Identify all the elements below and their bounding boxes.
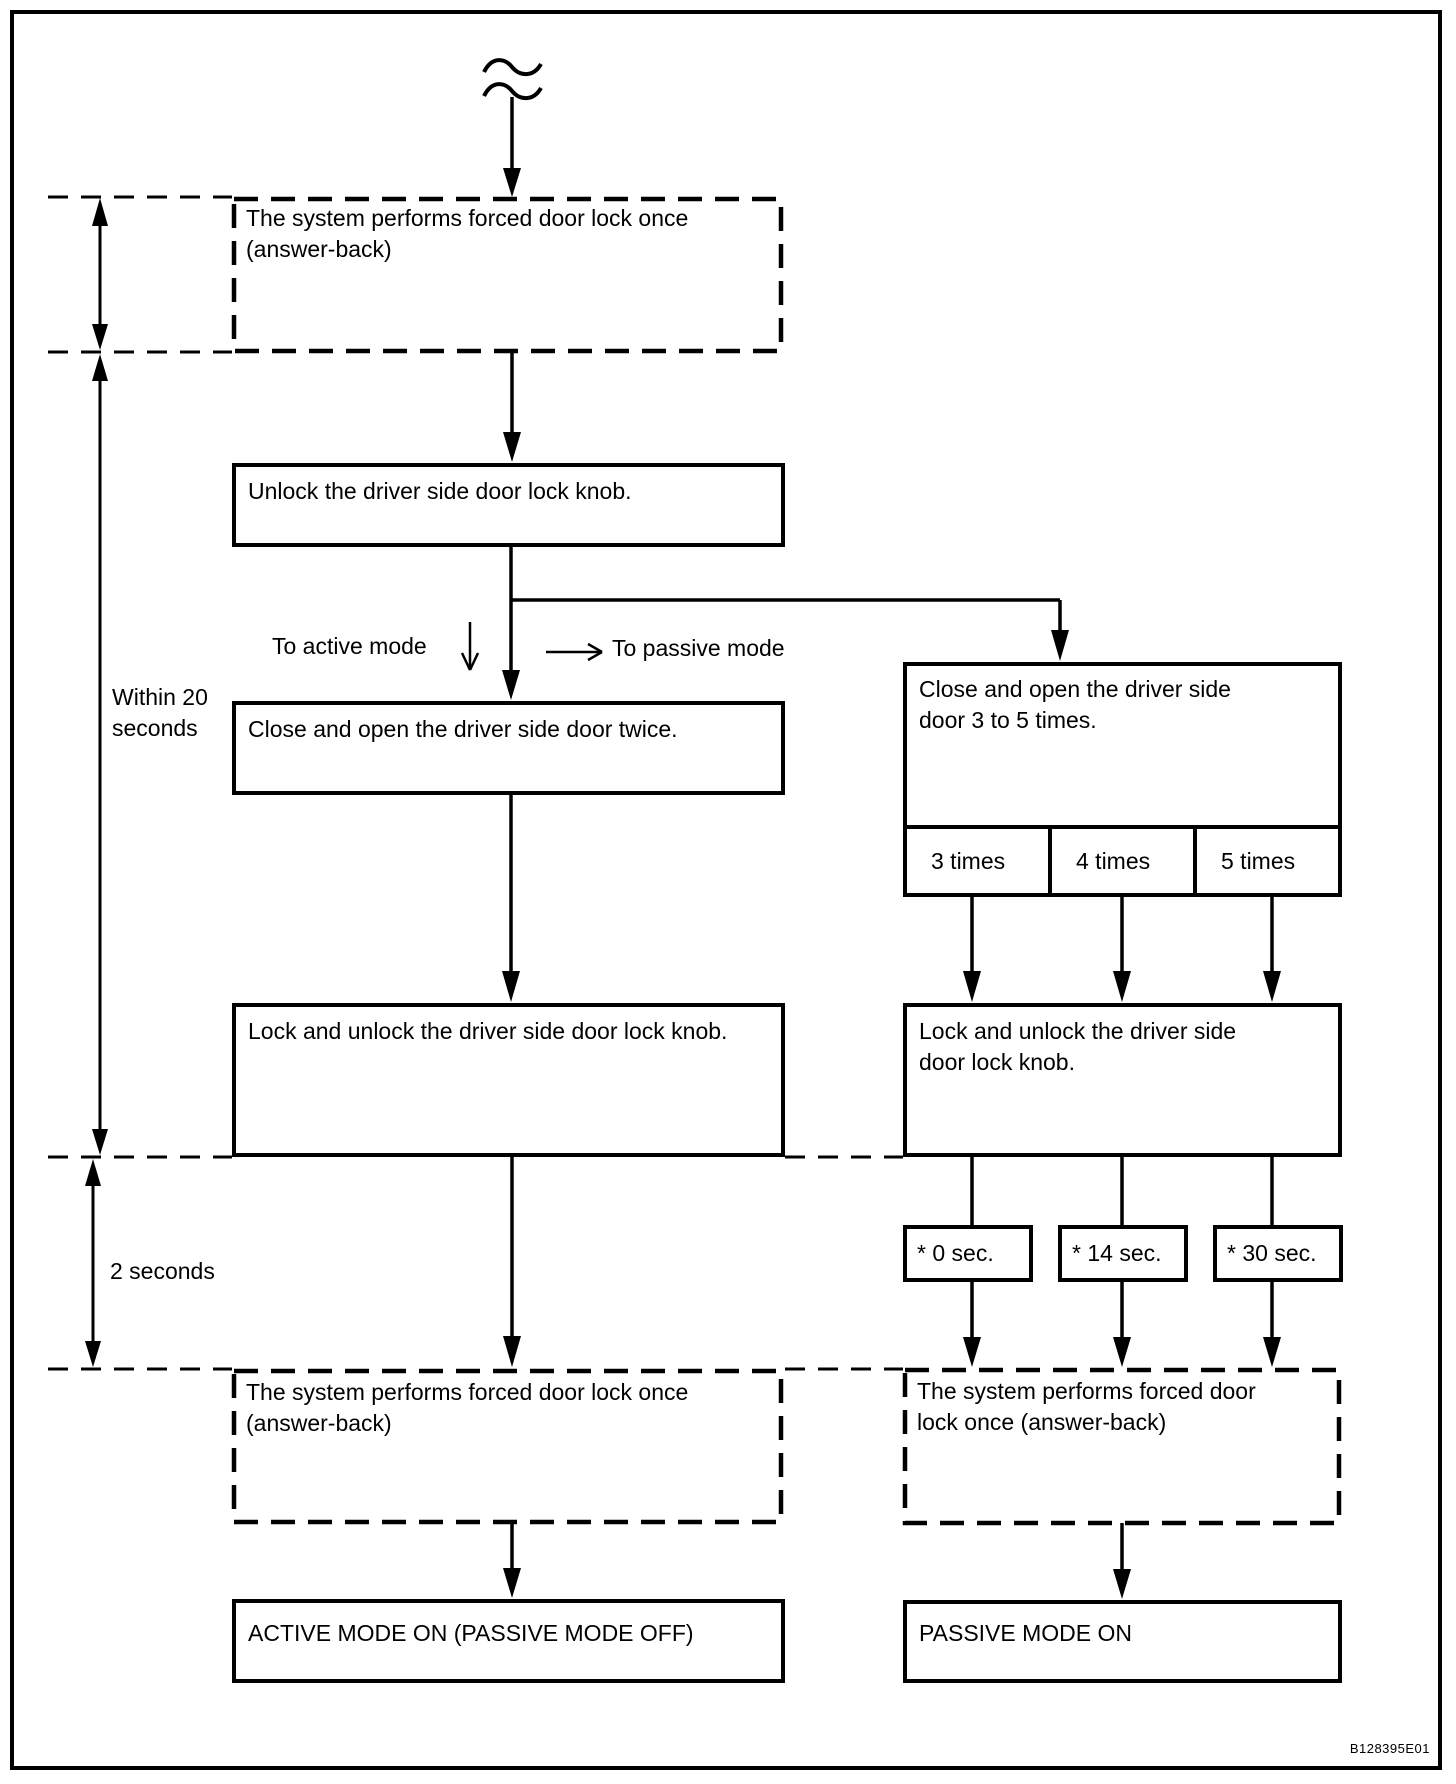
times-option-3: 3 times [931, 847, 1006, 874]
result-passive-mode-label: PASSIVE MODE ON [919, 1620, 1133, 1646]
result-passive-mode: PASSIVE MODE ON [903, 1600, 1342, 1683]
answer-back-left-text: The system performs forced door lock onc… [246, 1379, 689, 1436]
step-unlock-knob-label: Unlock the driver side door lock knob. [248, 478, 632, 504]
active-mode-down-arrow-icon [460, 622, 480, 671]
flow-connectors [502, 97, 1281, 1599]
step-unlock-knob: Unlock the driver side door lock knob. [232, 463, 785, 547]
delay-0-sec: * 0 sec. [903, 1225, 1033, 1282]
result-active-mode: ACTIVE MODE ON (PASSIVE MODE OFF) [232, 1599, 785, 1683]
times-option-5: 5 times [1193, 829, 1338, 893]
step-close-open-twice-label: Close and open the driver side door twic… [248, 716, 678, 742]
step-lock-unlock-right: Lock and unlock the driver side door loc… [903, 1003, 1342, 1157]
step-close-open-3to5-label: Close and open the driver side door 3 to… [919, 676, 1231, 733]
step-close-open-twice: Close and open the driver side door twic… [232, 701, 785, 795]
timing-bracket-arrows [85, 198, 108, 1367]
two-seconds-label: 2 seconds [110, 1258, 215, 1284]
within-20-seconds-label: Within 20 seconds [112, 684, 208, 741]
to-passive-mode-label: To passive mode [612, 635, 785, 661]
step-lock-unlock-left: Lock and unlock the driver side door loc… [232, 1003, 785, 1157]
answer-back-right-text: The system performs forced door lock onc… [917, 1378, 1256, 1435]
delay-30-sec: * 30 sec. [1213, 1225, 1343, 1282]
figure-code: B128395E01 [1349, 1741, 1430, 1756]
step-close-open-3to5: Close and open the driver side door 3 to… [903, 662, 1342, 897]
page-border [10, 10, 1442, 1770]
answer-back-top-text: The system performs forced door lock onc… [246, 205, 689, 262]
passive-mode-right-arrow-icon [546, 642, 603, 662]
timing-marker-dashes [48, 195, 903, 1371]
page-break-icon [482, 58, 543, 101]
times-option-4: 4 times [1048, 829, 1193, 893]
step-lock-unlock-left-label: Lock and unlock the driver side door loc… [248, 1018, 728, 1044]
result-active-mode-label: ACTIVE MODE ON (PASSIVE MODE OFF) [248, 1620, 694, 1646]
delay-14-sec: * 14 sec. [1058, 1225, 1188, 1282]
step-lock-unlock-right-label: Lock and unlock the driver side door loc… [919, 1018, 1237, 1075]
to-active-mode-label: To active mode [272, 633, 427, 659]
times-options-row: 3 times 4 times 5 times [907, 825, 1338, 893]
dashed-box-outlines [231, 196, 1342, 1526]
